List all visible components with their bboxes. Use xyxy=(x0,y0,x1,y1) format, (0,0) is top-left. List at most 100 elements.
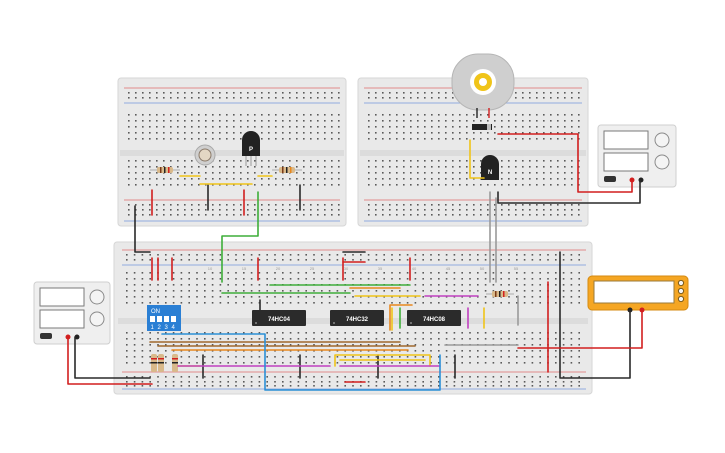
breadboard-hole[interactable] xyxy=(212,166,214,168)
breadboard-hole[interactable] xyxy=(310,160,312,162)
breadboard-hole[interactable] xyxy=(564,120,566,122)
breadboard-hole[interactable] xyxy=(529,120,531,122)
breadboard-hole[interactable] xyxy=(562,344,565,346)
breadboard-hole[interactable] xyxy=(165,259,167,261)
breadboard-hole[interactable] xyxy=(165,296,167,298)
breadboard-hole[interactable] xyxy=(578,302,580,304)
breadboard-hole[interactable] xyxy=(422,272,424,274)
breadboard-hole[interactable] xyxy=(303,126,305,128)
breadboard-hole[interactable] xyxy=(515,132,517,134)
breadboard-hole[interactable] xyxy=(452,160,454,162)
breadboard-hole[interactable] xyxy=(453,302,456,304)
breadboard-hole[interactable] xyxy=(149,126,151,128)
breadboard-hole[interactable] xyxy=(368,184,370,186)
breadboard-hole[interactable] xyxy=(536,132,538,134)
breadboard-hole[interactable] xyxy=(539,290,541,292)
breadboard-hole[interactable] xyxy=(275,120,277,122)
breadboard-hole[interactable] xyxy=(268,92,270,94)
breadboard-hole[interactable] xyxy=(578,381,580,383)
breadboard-hole[interactable] xyxy=(466,120,468,122)
breadboard-hole[interactable] xyxy=(282,114,284,116)
breadboard-hole[interactable] xyxy=(211,290,214,292)
breadboard-hole[interactable] xyxy=(177,178,179,180)
breadboard-hole[interactable] xyxy=(268,114,270,116)
breadboard-hole[interactable] xyxy=(547,381,549,383)
breadboard-hole[interactable] xyxy=(461,259,463,261)
breadboard-hole[interactable] xyxy=(452,204,454,206)
breadboard-hole[interactable] xyxy=(410,132,412,134)
breadboard-hole[interactable] xyxy=(331,178,333,180)
breadboard-hole[interactable] xyxy=(557,204,559,206)
breadboard-hole[interactable] xyxy=(170,166,172,168)
breadboard-hole[interactable] xyxy=(336,362,339,364)
breadboard-hole[interactable] xyxy=(445,178,447,180)
breadboard-hole[interactable] xyxy=(431,178,433,180)
breadboard-hole[interactable] xyxy=(452,120,454,122)
breadboard-hole[interactable] xyxy=(177,126,179,128)
breadboard-hole[interactable] xyxy=(211,296,214,298)
breadboard-hole[interactable] xyxy=(198,126,200,128)
breadboard-hole[interactable] xyxy=(338,204,340,206)
breadboard-hole[interactable] xyxy=(570,362,573,364)
breadboard-hole[interactable] xyxy=(344,376,346,378)
breadboard-hole[interactable] xyxy=(235,338,237,340)
breadboard-hole[interactable] xyxy=(487,204,489,206)
breadboard-hole[interactable] xyxy=(297,381,300,383)
breadboard-hole[interactable] xyxy=(141,356,144,358)
breadboard-hole[interactable] xyxy=(417,172,419,174)
breadboard-hole[interactable] xyxy=(211,284,214,286)
breadboard-hole[interactable] xyxy=(410,178,412,180)
breadboard-hole[interactable] xyxy=(523,284,526,286)
breadboard-hole[interactable] xyxy=(522,92,524,94)
breadboard-hole[interactable] xyxy=(258,259,261,261)
breadboard-hole[interactable] xyxy=(571,138,573,140)
breadboard-hole[interactable] xyxy=(422,344,424,346)
breadboard-hole[interactable] xyxy=(477,385,479,387)
breadboard-hole[interactable] xyxy=(562,272,565,274)
breadboard-hole[interactable] xyxy=(389,160,391,162)
breadboard-hole[interactable] xyxy=(445,254,448,256)
breadboard-hole[interactable] xyxy=(172,259,175,261)
breadboard-hole[interactable] xyxy=(233,166,235,168)
breadboard-hole[interactable] xyxy=(128,209,130,211)
breadboard-hole[interactable] xyxy=(578,344,580,346)
breadboard-hole[interactable] xyxy=(303,92,305,94)
breadboard-hole[interactable] xyxy=(516,259,518,261)
breadboard-hole[interactable] xyxy=(268,184,270,186)
breadboard-hole[interactable] xyxy=(198,138,200,140)
breadboard-hole[interactable] xyxy=(243,385,245,387)
breadboard-hole[interactable] xyxy=(430,254,432,256)
breadboard-hole[interactable] xyxy=(180,296,183,298)
breadboard-hole[interactable] xyxy=(550,178,552,180)
breadboard-hole[interactable] xyxy=(344,332,346,334)
breadboard-hole[interactable] xyxy=(261,114,263,116)
breadboard-hole[interactable] xyxy=(539,332,541,334)
breadboard-hole[interactable] xyxy=(338,178,340,180)
breadboard-hole[interactable] xyxy=(243,290,245,292)
breadboard-hole[interactable] xyxy=(570,296,573,298)
breadboard-hole[interactable] xyxy=(258,272,261,274)
breadboard-hole[interactable] xyxy=(135,172,137,174)
breadboard-hole[interactable] xyxy=(219,376,222,378)
breadboard-hole[interactable] xyxy=(452,214,454,216)
breadboard-hole[interactable] xyxy=(268,178,270,180)
breadboard-hole[interactable] xyxy=(321,290,323,292)
breadboard-hole[interactable] xyxy=(375,92,377,94)
breadboard-hole[interactable] xyxy=(438,204,440,206)
breadboard-hole[interactable] xyxy=(226,120,228,122)
breadboard-hole[interactable] xyxy=(243,284,245,286)
breadboard-hole[interactable] xyxy=(204,259,206,261)
breadboard-hole[interactable] xyxy=(289,120,291,122)
breadboard-hole[interactable] xyxy=(473,184,475,186)
breadboard-hole[interactable] xyxy=(445,204,447,206)
breadboard-hole[interactable] xyxy=(344,362,346,364)
breadboard-hole[interactable] xyxy=(297,332,300,334)
breadboard-hole[interactable] xyxy=(261,97,263,99)
breadboard-hole[interactable] xyxy=(296,166,298,168)
breadboard-hole[interactable] xyxy=(522,138,524,140)
breadboard-hole[interactable] xyxy=(500,332,502,334)
breadboard-hole[interactable] xyxy=(261,204,263,206)
breadboard-hole[interactable] xyxy=(331,114,333,116)
breadboard-hole[interactable] xyxy=(243,338,245,340)
breadboard-hole[interactable] xyxy=(142,160,144,162)
